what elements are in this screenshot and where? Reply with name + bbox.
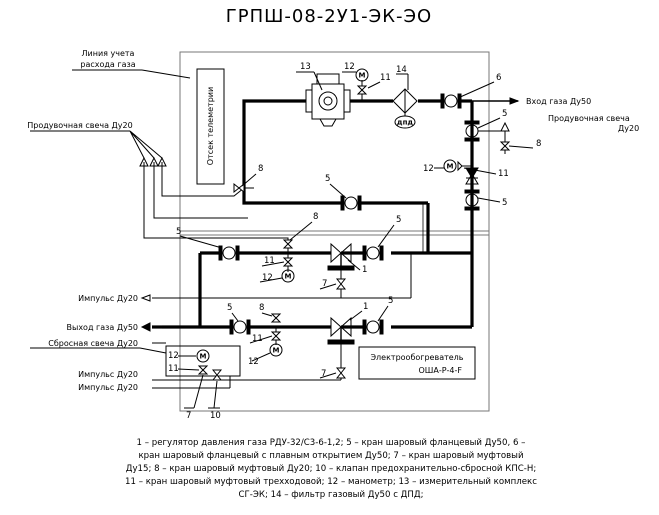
- svg-text:М: М: [273, 347, 280, 355]
- svg-text:Линия учета: Линия учета: [82, 49, 135, 58]
- impulse-label-1: Импульс Ду20: [78, 294, 138, 303]
- relief-candle-label: Сбросная свеча Ду20: [48, 339, 138, 348]
- svg-text:5: 5: [502, 109, 507, 119]
- svg-text:11: 11: [168, 364, 179, 374]
- manometer-line1: М: [281, 239, 295, 283]
- purge-label-right-2: Ду20: [618, 124, 639, 133]
- impulse-label-2: Импульс Ду20: [78, 370, 138, 379]
- gas-inlet-label: Вход газа Ду50: [526, 97, 591, 106]
- svg-text:М: М: [359, 72, 366, 80]
- svg-text:11: 11: [252, 334, 263, 344]
- impulse-lines: Импульс Ду20 Импульс Ду20 Импульс Ду20: [78, 253, 412, 392]
- svg-text:5: 5: [227, 303, 232, 313]
- svg-text:5: 5: [325, 174, 330, 184]
- svg-text:10: 10: [210, 411, 221, 421]
- drain-valve-upper: [335, 278, 347, 290]
- svg-text:расхода газа: расхода газа: [80, 60, 135, 69]
- impulse-label-3: Импульс Ду20: [78, 383, 138, 392]
- svg-text:М: М: [200, 353, 207, 361]
- pressure-regulator-2: [327, 316, 363, 345]
- svg-text:13: 13: [300, 62, 311, 72]
- gas-outlet-pipe: Выход газа Ду50: [67, 322, 162, 332]
- svg-text:5: 5: [388, 296, 393, 306]
- svg-text:12: 12: [344, 62, 355, 72]
- purge-label-left: Продувочная свеча Ду20: [27, 121, 132, 130]
- heater-label-1: Электрообогреватель: [370, 353, 463, 362]
- svg-text:11: 11: [498, 169, 509, 179]
- svg-text:7: 7: [186, 411, 191, 421]
- meter-line-label: Линия учета расхода газа: [72, 49, 191, 79]
- manometer-riser: М: [443, 159, 472, 173]
- svg-text:7: 7: [322, 279, 327, 289]
- purge-lines-left: Продувочная свеча Ду20: [27, 121, 289, 253]
- telemetry-compartment: Отсек телеметрии: [196, 68, 225, 185]
- inlet-ball-valve: [440, 93, 462, 109]
- svg-text:6: 6: [496, 73, 501, 83]
- gas-filter: дпд: [392, 88, 418, 129]
- svg-text:7: 7: [321, 369, 326, 379]
- gas-outlet-label: Выход газа Ду50: [67, 323, 138, 332]
- svg-text:12: 12: [423, 164, 434, 174]
- electric-heater: Электрообогреватель ОША-Р-4-F: [358, 346, 476, 380]
- riser-ball-valve-upper: [464, 120, 480, 142]
- riser-ball-valve-lower: [464, 189, 480, 211]
- manometer-meter-line: М: [355, 68, 369, 101]
- svg-text:5: 5: [502, 198, 507, 208]
- cabinet-outline: [179, 51, 490, 412]
- equipment-legend: 1 – регулятор давления газа РДУ-32/С3-6-…: [125, 438, 537, 500]
- svg-text:5: 5: [176, 227, 181, 237]
- telemetry-label: Отсек телеметрии: [206, 87, 215, 165]
- purge-label-right-1: Продувочная свеча: [548, 114, 630, 123]
- svg-text:8: 8: [536, 139, 541, 149]
- svg-text:11: 11: [264, 256, 275, 266]
- heater-label-2: ОША-Р-4-F: [419, 366, 463, 375]
- line1-inlet-ball-valve: [218, 245, 240, 261]
- callouts: 13 12 11 14 6 5 8 12 11 5 8 5 8 5 5 11 1…: [168, 62, 541, 421]
- svg-text:14: 14: [396, 65, 407, 75]
- manometer-line2: М: [269, 313, 283, 357]
- svg-text:12: 12: [262, 273, 273, 283]
- diagram-title: ГРПШ-08-2У1-ЭК-ЭО: [226, 6, 432, 27]
- svg-text:5: 5: [396, 215, 401, 225]
- differential-gauge-label: дпд: [397, 119, 413, 127]
- gas-inlet-pipe: Вход газа Ду50: [472, 97, 591, 106]
- drain-valve-lower: [335, 367, 347, 379]
- svg-text:8: 8: [258, 164, 263, 174]
- gas-meter-complex: [305, 73, 351, 127]
- line2-outlet-ball-valve: [362, 319, 384, 335]
- svg-text:12: 12: [248, 357, 259, 367]
- svg-text:М: М: [447, 163, 454, 171]
- svg-text:8: 8: [259, 303, 264, 313]
- purge-line-right: Продувочная свеча Ду20: [478, 114, 639, 154]
- svg-text:11: 11: [380, 73, 391, 83]
- return-ball-valve: [340, 195, 362, 211]
- svg-text:1: 1: [362, 265, 367, 275]
- line2-inlet-ball-valve: [229, 319, 251, 335]
- svg-text:М: М: [285, 273, 292, 281]
- svg-text:12: 12: [168, 351, 179, 361]
- svg-text:8: 8: [313, 212, 318, 222]
- pressure-regulator-1: [327, 242, 363, 271]
- svg-text:1: 1: [363, 302, 368, 312]
- line1-outlet-ball-valve: [362, 245, 384, 261]
